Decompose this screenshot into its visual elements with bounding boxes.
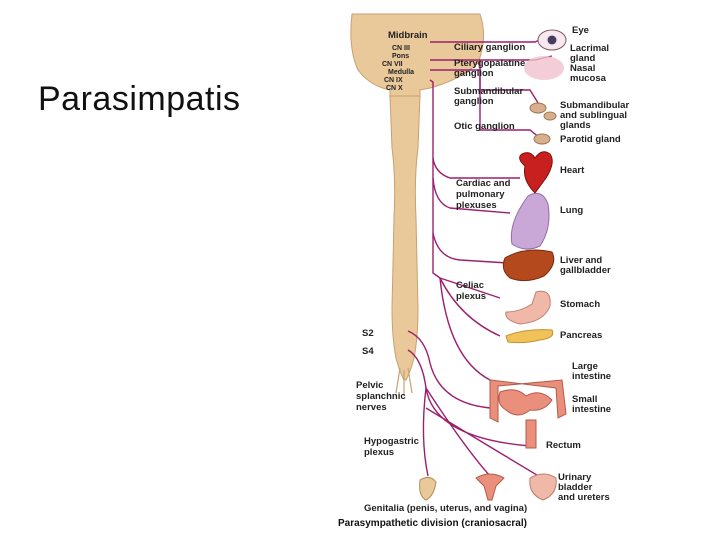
label-hypogastric-1: Hypogastric (364, 436, 419, 447)
heart-shape (519, 151, 553, 194)
vagus-pancreas (439, 277, 501, 337)
nasal-mucosa-shape (524, 56, 564, 80)
liver-shape (502, 249, 555, 282)
label-heart: Heart (560, 165, 585, 176)
uterus-shape (475, 473, 505, 501)
label-small-intestine-1: Small (572, 394, 597, 405)
label-liver-1: Liver and (560, 255, 602, 266)
vagus-lung (432, 177, 511, 214)
pelvic-nerve-4 (425, 387, 491, 477)
vagus-stomach (439, 277, 501, 299)
cns-labels: Midbrain CN III Pons CN VII Medulla CN I… (356, 30, 428, 413)
label-cn9: CN IX (384, 77, 403, 84)
label-submandibular-glands-1: Submandibular (560, 100, 629, 111)
label-cardiac-plexus-1: Cardiac and (456, 178, 511, 189)
label-pterygopalatine-1: Pterygopalatine (454, 58, 525, 69)
label-genitalia: Genitalia (penis, uterus, and vagina) (364, 503, 527, 514)
vagus-intestine (439, 277, 491, 381)
submandibular-gland-shape (529, 102, 547, 114)
vagus-trunk (429, 79, 441, 279)
label-lacrimal-2: gland (570, 53, 596, 64)
label-otic-ganglion: Otic ganglion (454, 121, 515, 132)
label-liver-2: gallbladder (560, 265, 611, 276)
pancreas-shape (505, 329, 554, 344)
label-pelvic-nerves-2: splanchnic (356, 391, 406, 402)
vagus-heart (432, 157, 520, 179)
slide-title: Parasimpatis (38, 80, 241, 118)
ganglion-labels: Ciliary ganglion Pterygopalatine ganglio… (364, 42, 525, 458)
label-rectum: Rectum (546, 440, 581, 451)
label-nasal-1: Nasal (570, 63, 595, 74)
label-lacrimal-1: Lacrimal (570, 43, 609, 54)
diagram-svg: Midbrain CN III Pons CN VII Medulla CN I… (338, 13, 629, 529)
pelvic-nerve-5 (425, 407, 543, 479)
large-intestine-shape (489, 379, 567, 423)
label-submandibular-ganglion-1: Submandibular (454, 86, 523, 97)
figure-caption: Parasympathetic division (craniosacral) (338, 518, 527, 529)
pelvic-nerve-2 (407, 349, 531, 447)
label-lung: Lung (560, 205, 583, 216)
organs (419, 29, 567, 501)
central-nervous-system (350, 13, 484, 396)
label-pancreas: Pancreas (560, 330, 602, 341)
label-large-intestine-2: intestine (572, 371, 611, 382)
label-submandibular-glands-2: and sublingual (560, 110, 627, 121)
pelvic-nerve-3 (422, 387, 429, 477)
cn9-nerve (430, 69, 541, 139)
label-submandibular-ganglion-2: ganglion (454, 96, 494, 107)
eye-iris (547, 35, 557, 45)
brain-shape (350, 13, 484, 99)
label-midbrain: Midbrain (388, 30, 428, 41)
label-pons: Pons (392, 53, 409, 60)
parasympathetic-diagram: Midbrain CN III Pons CN VII Medulla CN I… (330, 8, 630, 533)
label-nasal-2: mucosa (570, 73, 607, 84)
label-large-intestine-1: Large (572, 361, 598, 372)
label-submandibular-glands-3: glands (560, 120, 591, 131)
label-s2: S2 (362, 328, 374, 339)
label-celiac-plexus-2: plexus (456, 291, 486, 302)
urinary-bladder-shape (529, 473, 557, 501)
label-pterygopalatine-2: ganglion (454, 68, 494, 79)
label-parotid: Parotid gland (560, 134, 621, 145)
rectum-shape (525, 419, 537, 449)
vagus-liver (432, 232, 509, 264)
label-cn7: CN VII (382, 61, 403, 68)
label-cn10: CN X (386, 85, 403, 92)
organ-labels: Eye Lacrimal gland Nasal mucosa Submandi… (364, 25, 629, 514)
stomach-shape (505, 290, 551, 325)
label-bladder-3: and ureters (558, 492, 610, 503)
label-hypogastric-2: plexus (364, 447, 394, 458)
penis-shape (419, 476, 437, 501)
spinal-cord (389, 95, 421, 381)
label-stomach: Stomach (560, 299, 600, 310)
label-cardiac-plexus-2: pulmonary (456, 189, 505, 200)
label-bladder-2: bladder (558, 482, 593, 493)
label-cardiac-plexus-3: plexuses (456, 200, 497, 211)
sublingual-gland-shape (543, 111, 557, 121)
label-medulla: Medulla (388, 69, 414, 76)
label-small-intestine-2: intestine (572, 404, 611, 415)
pelvic-nerve-1 (407, 330, 491, 409)
lung-shape (510, 192, 550, 250)
label-ciliary-ganglion: Ciliary ganglion (454, 42, 525, 53)
label-eye: Eye (572, 25, 589, 36)
label-cn3: CN III (392, 45, 410, 52)
parotid-gland-shape (533, 133, 551, 145)
label-pelvic-nerves-3: nerves (356, 402, 387, 413)
label-bladder-1: Urinary (558, 472, 592, 483)
label-pelvic-nerves-1: Pelvic (356, 380, 383, 391)
label-celiac-plexus-1: Celiac (456, 280, 484, 291)
small-intestine-shape (498, 389, 553, 416)
label-s4: S4 (362, 346, 374, 357)
cauda-equina (395, 367, 413, 396)
